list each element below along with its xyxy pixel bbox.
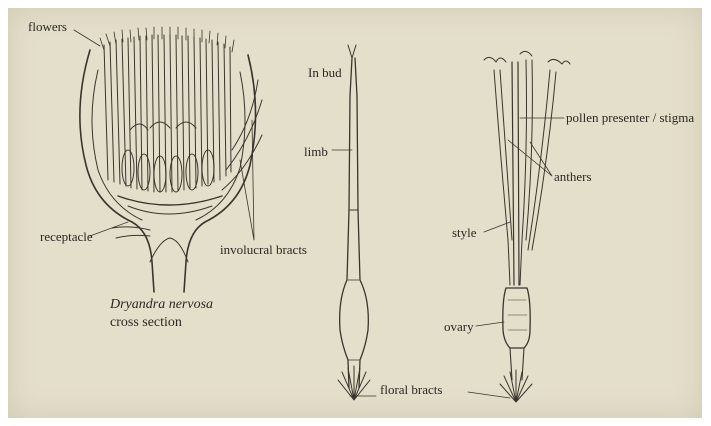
label-pollen-presenter: pollen presenter / stigma <box>566 111 694 124</box>
label-style: style <box>452 226 477 239</box>
caption-view: cross section <box>110 316 182 330</box>
label-anthers: anthers <box>554 170 592 183</box>
label-ovary: ovary <box>444 320 474 333</box>
label-limb: limb <box>304 145 328 158</box>
label-flowers: flowers <box>28 20 67 33</box>
label-receptacle: receptacle <box>40 230 93 243</box>
open-flower <box>484 51 570 380</box>
flower-in-bud <box>340 45 369 388</box>
label-involucral-bracts: involucral bracts <box>220 243 307 256</box>
bud-floral-bracts <box>338 366 370 400</box>
caption-species: Dryandra nervosa <box>110 298 213 312</box>
leader-lines <box>74 30 564 398</box>
label-in-bud: In bud <box>308 66 342 79</box>
label-floral-bracts: floral bracts <box>380 383 442 396</box>
flower-tips <box>100 27 234 52</box>
flowers-bundle <box>104 35 231 192</box>
